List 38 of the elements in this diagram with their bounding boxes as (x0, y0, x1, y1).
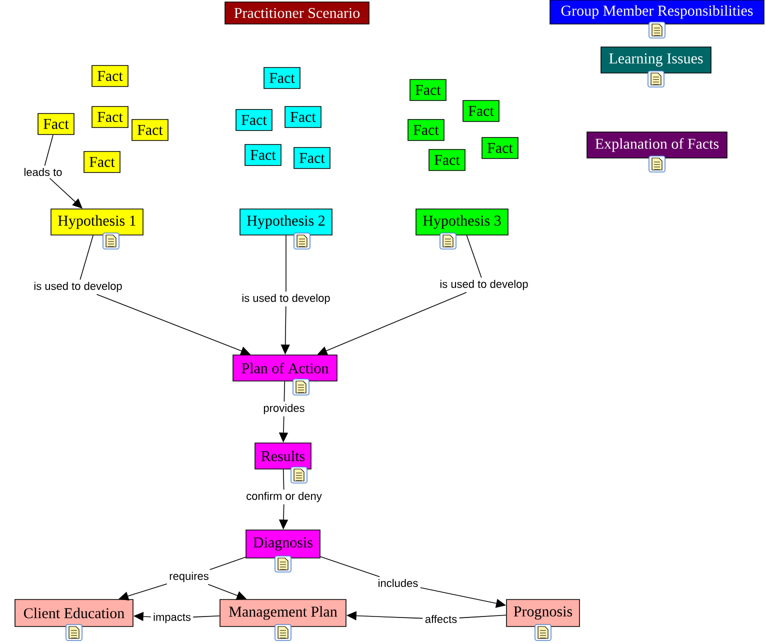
concept-box: Results (254, 442, 312, 470)
link-phrase: is used to develop (34, 282, 122, 292)
concept-box: Explanation of Facts (586, 132, 728, 158)
link-phrase: includes (378, 578, 418, 588)
fact-box: Fact (264, 67, 300, 89)
link-phrase: confirm or deny (246, 492, 322, 502)
fact-box: Fact (92, 106, 128, 128)
link-phrase: is used to develop (440, 280, 528, 290)
link-phrase: provides (264, 404, 304, 414)
fact-box: Fact (284, 106, 322, 128)
concept-box: Diagnosis (246, 530, 320, 558)
concept-box: Hypothesis 2 (240, 208, 332, 236)
fact-box: Fact (408, 119, 444, 141)
concept-box: Hypothesis 1 (50, 208, 144, 236)
fact-box: Fact (482, 137, 518, 159)
concept-box: Group Member Responsibilities (550, 0, 764, 24)
concept-box: Practitioner Scenario (224, 2, 370, 24)
fact-box: Fact (84, 151, 120, 173)
concept-box: Management Plan (220, 599, 346, 627)
concept-box: Hypothesis 3 (416, 208, 508, 236)
link-phrase: requires (170, 572, 208, 582)
concept-box: Prognosis (506, 599, 580, 627)
fact-box: Fact (92, 65, 128, 87)
concept-box: Client Education (14, 599, 134, 627)
concept-box: Learning Issues (600, 46, 712, 74)
concept-box: Plan of Action (232, 354, 338, 382)
fact-box: Fact (428, 149, 466, 171)
fact-box: Fact (462, 100, 500, 122)
link-phrase: leads to (24, 168, 62, 176)
fact-box: Fact (244, 144, 282, 166)
link-phrase: is used to develop (242, 294, 330, 304)
fact-box: Fact (132, 119, 168, 141)
fact-box: Fact (236, 109, 272, 131)
fact-box: Fact (410, 79, 446, 101)
fact-box: Fact (38, 113, 74, 135)
link-phrase: impacts (154, 612, 191, 624)
fact-box: Fact (294, 147, 330, 169)
link-phrase: affects (425, 614, 457, 624)
